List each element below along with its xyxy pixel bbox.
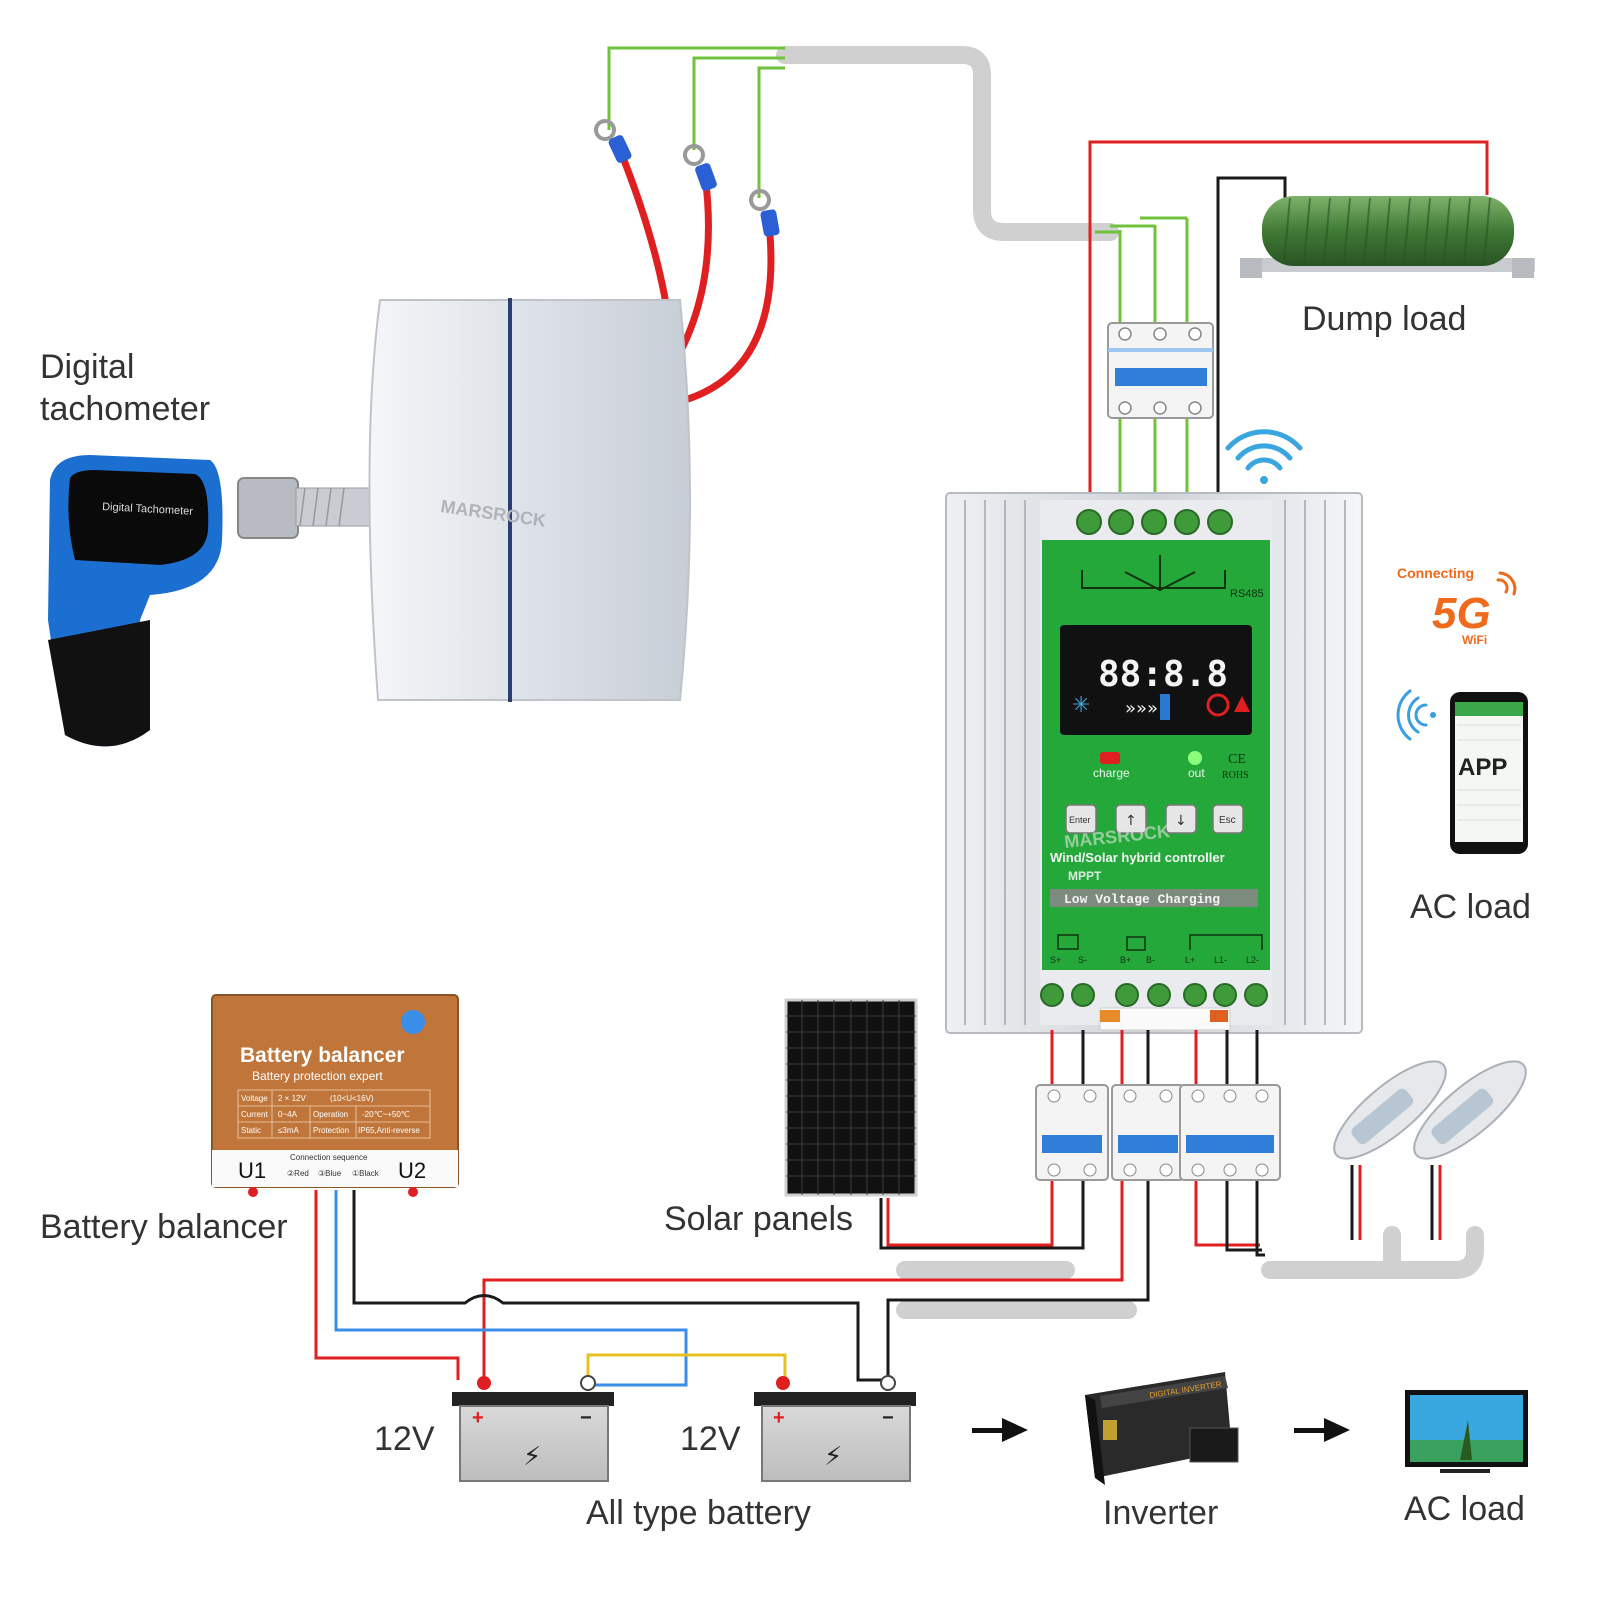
5g-wifi-badge: Connecting 5G WiFi xyxy=(1397,565,1517,647)
spec-protection-val: IP65,Anti-reverse xyxy=(358,1126,420,1135)
connection-sequence-title: Connection sequence xyxy=(290,1153,368,1162)
battery-balancer-device: Battery balancer Battery protection expe… xyxy=(211,994,459,1197)
sequence-blue: ③Blue xyxy=(318,1169,342,1178)
lcd-digits: 88:8.8 xyxy=(1098,654,1228,695)
gray-cables xyxy=(776,46,1484,1319)
wifi-badge-5g: 5G xyxy=(1432,589,1491,638)
flow-arrows xyxy=(972,1418,1350,1442)
tachometer-device-text: Digital Tachometer xyxy=(102,501,194,518)
ac-load-top-label: AC load xyxy=(1410,888,1531,926)
down-button: ↓ xyxy=(1175,813,1187,829)
terminal-s-minus: S- xyxy=(1078,955,1087,965)
controller-bottom-wires xyxy=(482,1030,1442,1380)
breaker-solar xyxy=(1035,1084,1109,1181)
out-led-label: out xyxy=(1188,766,1205,780)
charge-led-label: charge xyxy=(1093,766,1130,780)
street-lights xyxy=(1333,1060,1527,1160)
terminal-b-minus: B- xyxy=(1146,955,1155,965)
wifi-icon xyxy=(1225,429,1303,484)
solar-panel xyxy=(784,998,918,1197)
balancer-u1: U1 xyxy=(238,1158,266,1183)
spec-static-val: ≤3mA xyxy=(278,1126,300,1135)
terminal-l2-minus: L2- xyxy=(1246,955,1259,965)
terminal-s-plus: S+ xyxy=(1050,955,1061,965)
terminal-b-plus: B+ xyxy=(1120,955,1131,965)
battery-left: + − ⚡ xyxy=(452,1375,614,1482)
balancer-title: Battery balancer xyxy=(240,1044,405,1067)
bottom-breakers xyxy=(1035,1084,1281,1181)
controller-subtitle: Low Voltage Charging xyxy=(1064,892,1220,907)
dump-load-label: Dump load xyxy=(1302,300,1467,338)
terminal-l1-minus: L1- xyxy=(1214,955,1227,965)
spec-current-key: Current xyxy=(241,1110,268,1119)
svg-text:+: + xyxy=(472,1407,484,1429)
spec-voltage-key: Voltage xyxy=(241,1094,268,1103)
digital-tachometer-device: Digital Tachometer xyxy=(48,455,223,747)
generator-green-wires xyxy=(607,46,785,198)
terminal-l-plus: L+ xyxy=(1185,955,1195,965)
ce-mark: CE xyxy=(1228,752,1246,767)
top-breaker xyxy=(1107,322,1214,419)
svg-text:⚡: ⚡ xyxy=(824,1442,842,1472)
balancer-u2: U2 xyxy=(398,1158,426,1183)
wind-generator: MARSROCK xyxy=(237,298,691,702)
svg-text:»»»: »»» xyxy=(1125,698,1158,719)
ring-terminals xyxy=(594,119,780,237)
balancer-wires xyxy=(314,1190,888,1387)
controller-terminal-labels: S+ S- B+ B- L+ L1- L2- xyxy=(1050,955,1259,965)
sequence-red: ②Red xyxy=(287,1169,309,1178)
battery-balancer-label: Battery balancer xyxy=(40,1208,288,1246)
up-button: ↑ xyxy=(1125,813,1137,829)
controller-top-terminals xyxy=(1076,509,1233,535)
phone-signal-icon xyxy=(1396,689,1436,741)
balancer-subtitle: Battery protection expert xyxy=(252,1069,383,1083)
svg-text:✳: ✳ xyxy=(1072,693,1090,718)
inverter-device: DIGITAL INVERTER xyxy=(1085,1372,1239,1485)
controller-bottom-terminals xyxy=(1040,983,1268,1007)
battery-right-voltage: 12V xyxy=(680,1420,741,1458)
controller-buttons: Enter ↑ ↓ Esc xyxy=(1065,804,1244,834)
spec-current-val: 0~4A xyxy=(278,1110,298,1119)
all-type-battery-label: All type battery xyxy=(586,1494,811,1532)
ac-load-bottom-label: AC load xyxy=(1404,1490,1525,1528)
controller-title: Wind/Solar hybrid controller xyxy=(1050,850,1225,865)
phone-app: APP xyxy=(1450,692,1528,854)
tv-ac-load xyxy=(1405,1390,1528,1473)
digital-tachometer-label: Digital tachometer xyxy=(40,346,210,430)
svg-text:⚡: ⚡ xyxy=(523,1442,541,1472)
spec-operation-val: -20℃~+50℃ xyxy=(362,1110,410,1119)
battery-left-voltage: 12V xyxy=(374,1420,435,1458)
dump-load-resistor xyxy=(1240,196,1535,278)
hybrid-controller: RS485 88:8.8 ✳ »»» charge out CE ROHS En… xyxy=(945,492,1363,1034)
spec-static-key: Static xyxy=(241,1126,261,1135)
esc-button: Esc xyxy=(1219,815,1236,826)
solar-panels-label: Solar panels xyxy=(664,1200,854,1238)
enter-button: Enter xyxy=(1069,815,1091,825)
svg-text:+: + xyxy=(773,1407,785,1429)
rs485-label: RS485 xyxy=(1230,588,1264,600)
wifi-badge-bottom: WiFi xyxy=(1462,633,1487,647)
rohs-mark: ROHS xyxy=(1222,770,1249,781)
spec-protection-key: Protection xyxy=(313,1126,349,1135)
spec-operation-key: Operation xyxy=(313,1110,348,1119)
digital-tachometer-label-line2: tachometer xyxy=(40,390,211,428)
breaker-battery xyxy=(1111,1084,1185,1181)
svg-text:−: − xyxy=(580,1407,592,1429)
inverter-label: Inverter xyxy=(1103,1494,1219,1532)
sequence-black: ①Black xyxy=(352,1169,380,1178)
battery-right: + − ⚡ xyxy=(754,1375,916,1482)
controller-mppt: MPPT xyxy=(1068,869,1102,883)
breaker-load xyxy=(1179,1084,1281,1181)
phone-app-text: APP xyxy=(1458,754,1507,781)
wifi-badge-top: Connecting xyxy=(1397,565,1474,581)
spec-voltage-range: (10<U<16V) xyxy=(330,1094,374,1103)
spec-voltage-val: 2 × 12V xyxy=(278,1094,306,1103)
svg-text:−: − xyxy=(882,1407,894,1429)
digital-tachometer-label-line1: Digital xyxy=(40,348,135,386)
